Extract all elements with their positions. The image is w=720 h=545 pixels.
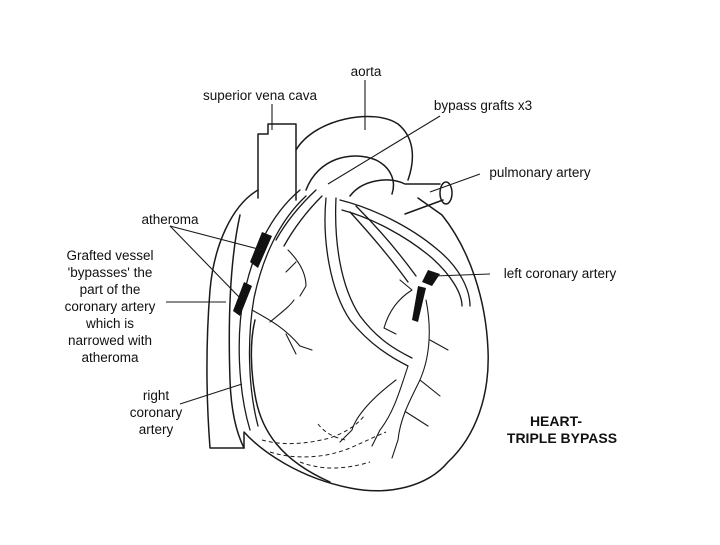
svg-text:HEART-: HEART- <box>530 413 582 429</box>
aorta-inner-edge <box>305 155 395 195</box>
svg-text:TRIPLE BYPASS: TRIPLE BYPASS <box>507 430 617 446</box>
left-anterior-descending-vessel <box>324 197 409 367</box>
superior-vena-cava-vessel <box>257 123 297 201</box>
right-coronary-branch <box>251 299 313 355</box>
aorta-vessel <box>295 115 414 181</box>
right-coronary-leader <box>179 383 243 405</box>
pulmonary-artery-leader <box>429 173 481 193</box>
svg-text:'bypasses' the: 'bypasses' the <box>68 265 153 280</box>
pulmonary-artery-vessel <box>349 179 444 215</box>
left-ventricle-branches <box>383 279 449 459</box>
right-coronary-artery-vessel <box>238 189 301 431</box>
right-atrium-edge <box>228 214 245 449</box>
svg-text:atheroma: atheroma <box>81 350 139 365</box>
svg-text:which is: which is <box>85 316 134 331</box>
svg-text:coronary: coronary <box>130 405 183 420</box>
atheroma-blockage-lower <box>233 282 252 316</box>
diagram-title: HEART- TRIPLE BYPASS <box>507 413 617 446</box>
ventricle-division <box>250 319 331 483</box>
bypass-grafts-leader <box>327 115 441 185</box>
svg-text:narrowed with: narrowed with <box>68 333 152 348</box>
posterior-vessels-dashed <box>261 415 387 469</box>
lad-branches <box>339 365 409 447</box>
grafted-vessel-label: Grafted vessel 'bypasses' the part of th… <box>65 248 156 365</box>
pulmonary-artery-opening <box>439 181 453 205</box>
atheroma-leader-upper <box>169 225 263 251</box>
left-coronary-leader <box>433 273 491 277</box>
atheroma-blockage-left-upper <box>422 270 440 286</box>
left-coronary-artery-label: left coronary artery <box>504 266 617 281</box>
atheroma-label: atheroma <box>141 212 199 227</box>
svg-text:right: right <box>143 388 170 403</box>
leader-lines <box>166 80 491 405</box>
atheroma-leader-lower <box>169 225 241 299</box>
superior-vena-cava-label: superior vena cava <box>203 88 318 103</box>
bypass-graft-right <box>275 189 323 247</box>
svg-text:coronary artery: coronary artery <box>65 299 156 314</box>
right-coronary-artery-label: right coronary artery <box>130 388 183 437</box>
bypass-grafts-label: bypass grafts x3 <box>434 98 532 113</box>
svg-text:Grafted vessel: Grafted vessel <box>66 248 153 263</box>
pulmonary-artery-label: pulmonary artery <box>489 165 591 180</box>
svg-text:artery: artery <box>139 422 174 437</box>
atheroma-blockage-left-lower <box>412 286 426 322</box>
aorta-label: aorta <box>351 64 382 79</box>
labels: aorta superior vena cava bypass grafts x… <box>65 64 618 446</box>
bypass-graft-left <box>349 205 417 283</box>
circumflex-vessel <box>339 199 471 307</box>
svg-text:part of the: part of the <box>80 282 141 297</box>
heart-outer-outline <box>206 189 489 492</box>
